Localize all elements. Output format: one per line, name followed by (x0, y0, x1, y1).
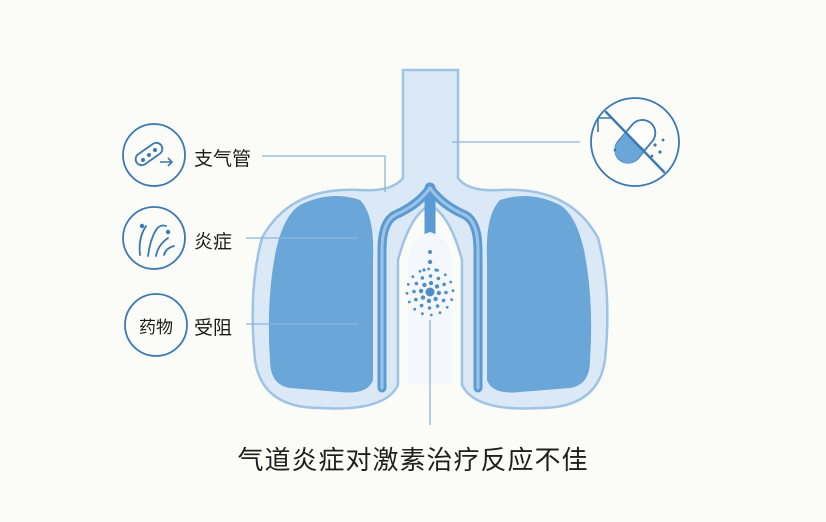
particle (442, 282, 446, 287)
particle (427, 267, 431, 271)
particle (418, 269, 422, 273)
diagram-caption: 气道炎症对激素治疗反应不佳 (237, 446, 589, 476)
particle (451, 289, 455, 293)
particle (428, 250, 432, 254)
particle (429, 313, 433, 317)
particle (427, 259, 433, 265)
particle (406, 283, 410, 286)
particle (441, 298, 446, 303)
particle (449, 280, 453, 284)
particle (418, 288, 424, 294)
label-blocked: 受阻 (194, 317, 233, 339)
particle (411, 275, 415, 279)
particle (434, 284, 440, 289)
particle (407, 300, 411, 304)
particle (434, 268, 438, 272)
particle (419, 303, 424, 308)
particle (421, 312, 424, 316)
particle (436, 276, 441, 281)
particle (438, 311, 442, 315)
particle (426, 298, 432, 304)
bronchus-icon (122, 123, 186, 187)
particle (420, 295, 426, 300)
particle (450, 298, 454, 301)
left-lung (268, 196, 374, 393)
particle (445, 305, 449, 309)
particle (425, 287, 435, 297)
particle (422, 282, 427, 288)
particle (435, 304, 440, 308)
label-inflammation: 炎症 (194, 231, 233, 253)
drug-badge (124, 293, 188, 357)
particle (413, 307, 417, 311)
leader-lines (246, 141, 580, 425)
particle (428, 274, 433, 278)
particle (444, 290, 448, 295)
particle (427, 306, 432, 310)
no-capsule-icon (590, 97, 680, 187)
bronchial-tree (377, 182, 483, 393)
particle (412, 289, 416, 294)
right-lung (486, 196, 592, 393)
particle-cluster (405, 250, 455, 317)
particle (436, 290, 442, 296)
inflammation-icon (122, 206, 186, 270)
particle (433, 296, 438, 302)
leader-bronchus (262, 155, 386, 192)
particle (414, 297, 418, 302)
particle (428, 280, 434, 286)
particle (422, 268, 426, 272)
label-drug: 药物 (139, 318, 173, 338)
particle (443, 273, 447, 277)
particle (414, 281, 419, 286)
label-bronchus: 支气管 (194, 148, 252, 170)
particle (420, 276, 425, 280)
particle (405, 291, 409, 295)
